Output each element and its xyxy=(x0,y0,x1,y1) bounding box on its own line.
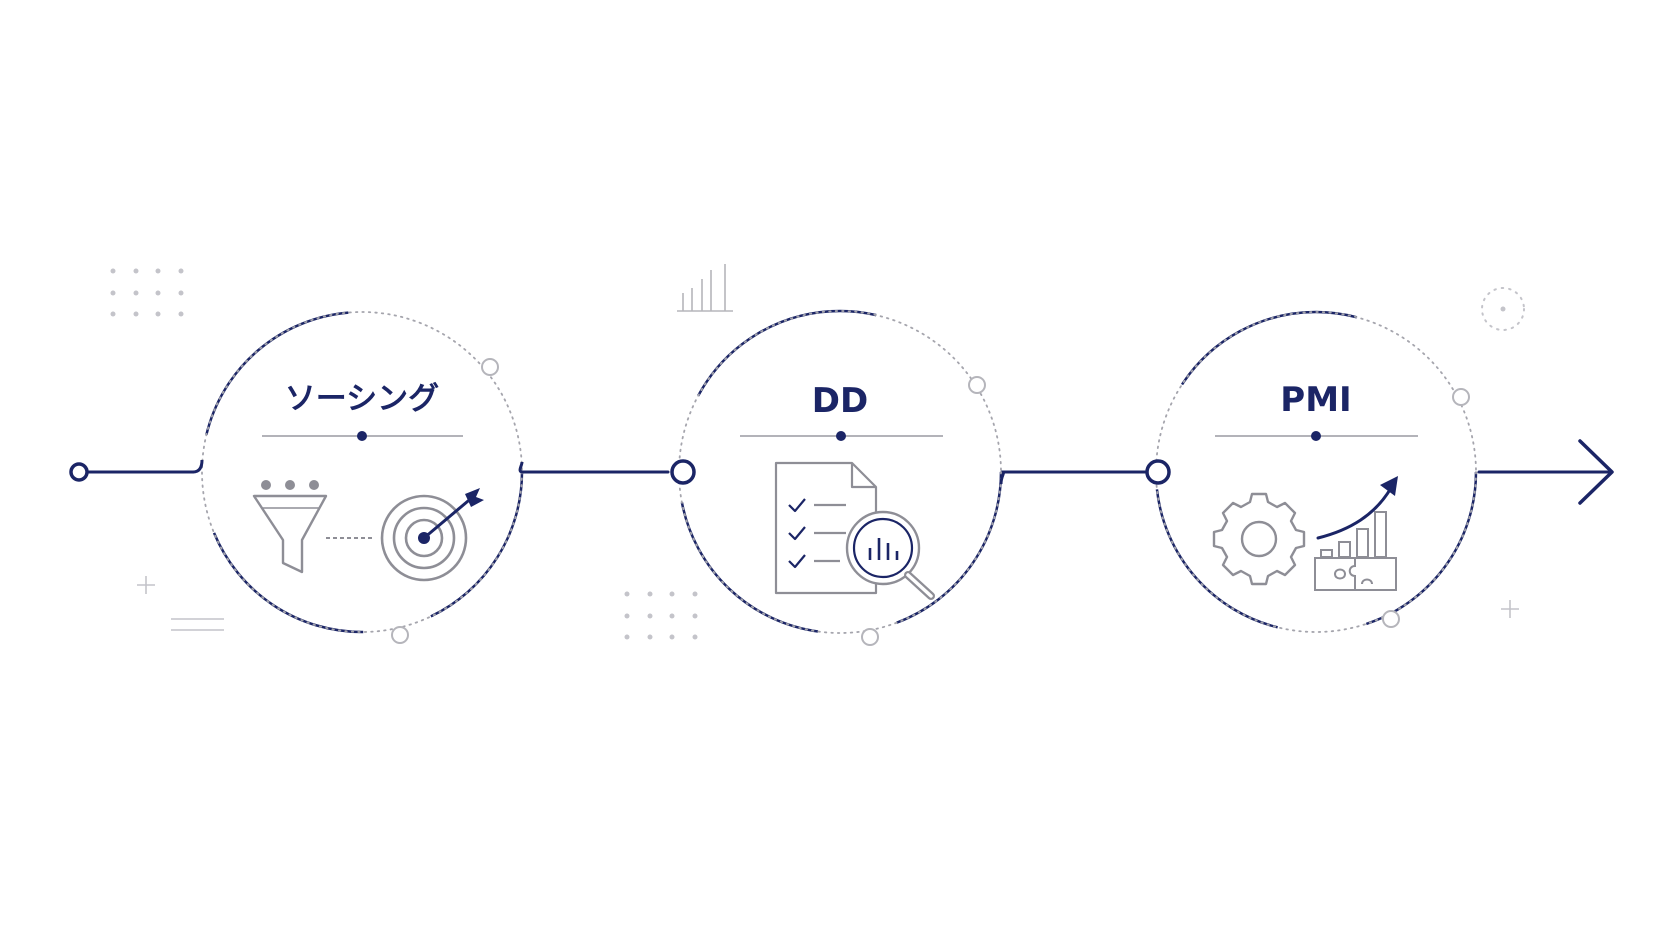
plus-icon xyxy=(1501,600,1519,618)
orbit-node xyxy=(670,459,696,485)
junction-hook xyxy=(518,461,524,474)
stage-sourcing: ソーシング xyxy=(192,310,524,644)
orbit-node xyxy=(861,628,879,646)
plus-icon xyxy=(137,576,155,594)
stage-title: DD xyxy=(812,381,868,421)
stage-dd: DD xyxy=(670,309,1006,646)
junction-hook xyxy=(999,470,1006,485)
orbit-node xyxy=(1452,388,1470,406)
divider-dot xyxy=(1311,431,1321,441)
growth-arrow-icon xyxy=(1316,476,1398,540)
stage-title: PMI xyxy=(1280,380,1351,420)
orbit-node xyxy=(1382,610,1400,628)
stage-dotted-arc xyxy=(201,311,523,633)
target-icon xyxy=(380,494,468,582)
dart-icon xyxy=(423,488,484,540)
stage-dotted-arc xyxy=(678,310,1002,634)
orbit-node xyxy=(1145,459,1171,485)
orbit-node xyxy=(968,376,986,394)
puzzle-icon xyxy=(1314,557,1397,591)
dot-grid-bottom-middle xyxy=(624,591,698,640)
funnel-icon xyxy=(252,480,328,574)
junction-hook xyxy=(192,459,204,474)
orbit-node xyxy=(481,358,499,376)
stage-title: ソーシング xyxy=(285,381,439,417)
stage-pmi: PMI xyxy=(1145,310,1478,634)
divider-dot xyxy=(836,431,846,441)
gear-icon xyxy=(1212,492,1306,586)
orbit-node xyxy=(391,626,409,644)
dot-grid-top-left xyxy=(110,268,184,317)
end-arrow-icon xyxy=(1578,439,1614,505)
stage-circle xyxy=(200,310,524,634)
dotted-circle-icon xyxy=(1481,287,1525,331)
magnifier-chart-icon xyxy=(845,510,935,600)
decorations xyxy=(110,264,1525,640)
mini-bar-chart-icon xyxy=(677,264,733,312)
divider-dot xyxy=(357,431,367,441)
start-node-icon xyxy=(69,462,89,482)
double-line-icon xyxy=(171,618,224,631)
